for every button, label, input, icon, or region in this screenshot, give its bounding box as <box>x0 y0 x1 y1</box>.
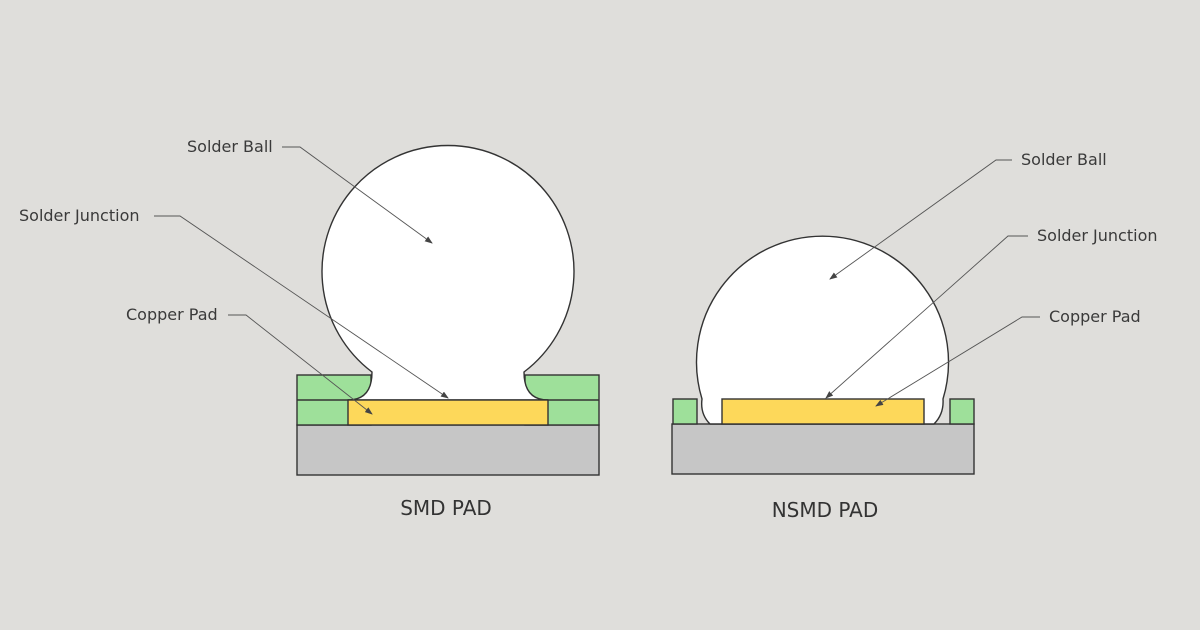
smd-pad-figure: Solder Ball Solder Junction Copper Pad S… <box>19 137 600 520</box>
smd-copper-pad-label: Copper Pad <box>126 305 218 324</box>
smd-solder-ball <box>321 144 575 401</box>
smd-substrate <box>296 424 600 476</box>
smd-copper-pad <box>347 399 549 426</box>
nsmd-solder-ball <box>695 235 950 425</box>
nsmd-copper-pad-leader <box>875 316 1040 407</box>
nsmd-pad-figure: Solder Ball Solder Junction Copper Pad N… <box>671 150 1158 522</box>
nsmd-solder-mask-left <box>672 398 698 425</box>
smd-solder-ball-label: Solder Ball <box>187 137 273 156</box>
smd-solder-ball-leader <box>282 146 433 244</box>
nsmd-solder-mask-right <box>949 398 975 425</box>
smd-pad-caption: SMD PAD <box>400 496 492 520</box>
smd-solder-junction-leader <box>154 215 449 399</box>
smd-copper-pad-leader <box>228 314 373 415</box>
nsmd-solder-ball-leader <box>829 159 1012 280</box>
nsmd-substrate <box>671 423 975 475</box>
nsmd-solder-junction-label: Solder Junction <box>1037 226 1158 245</box>
nsmd-copper-pad-label: Copper Pad <box>1049 307 1141 326</box>
smd-solder-junction-label: Solder Junction <box>19 206 140 225</box>
nsmd-solder-junction-leader <box>825 235 1028 399</box>
nsmd-solder-ball-label: Solder Ball <box>1021 150 1107 169</box>
nsmd-pad-caption: NSMD PAD <box>772 498 879 522</box>
nsmd-copper-pad <box>721 398 925 425</box>
